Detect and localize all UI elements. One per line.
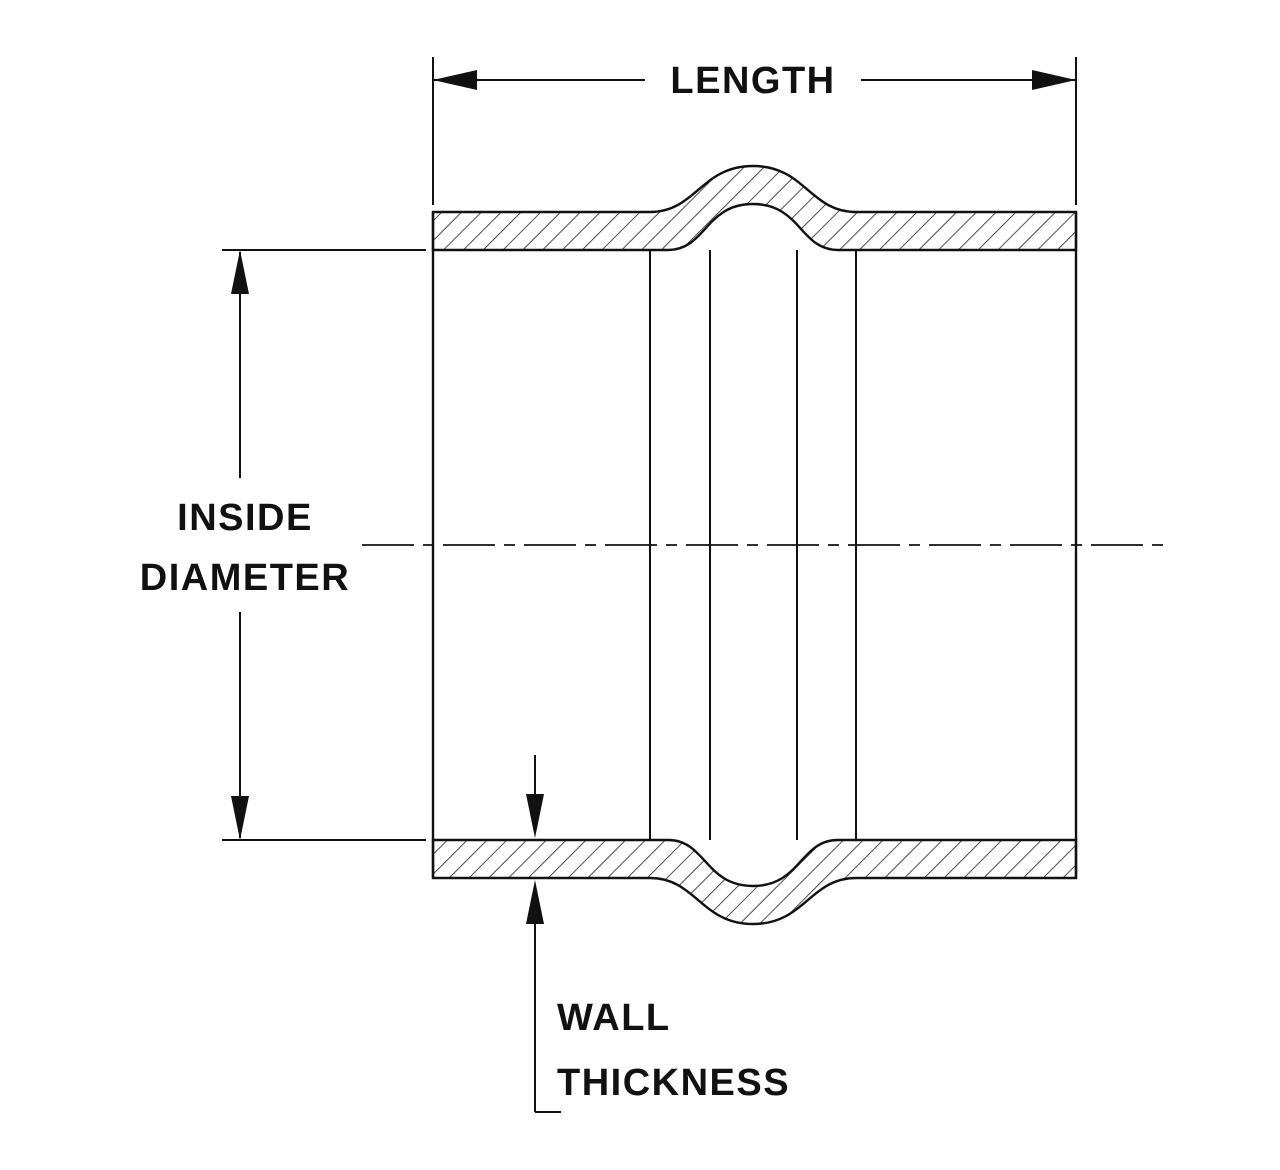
- inside-diameter-arrowhead-top: [231, 250, 249, 294]
- inside-diameter-dimension: INSIDE DIAMETER: [140, 249, 426, 841]
- tube-body: [362, 164, 1172, 926]
- inside-diameter-label-line2: DIAMETER: [140, 557, 350, 599]
- length-arrowhead-left: [433, 70, 477, 90]
- top-wall-hatched-section: [431, 164, 1078, 252]
- inside-diameter-arrowhead-bottom: [231, 796, 249, 840]
- length-label: LENGTH: [670, 60, 835, 102]
- wall-thickness-arrowhead-down: [526, 794, 544, 838]
- length-arrowhead-right: [1032, 70, 1076, 90]
- wall-thickness-dimension: WALL THICKNESS: [526, 755, 790, 1113]
- wall-thickness-label-line1: WALL: [557, 997, 671, 1039]
- wall-thickness-label-line2: THICKNESS: [557, 1062, 790, 1104]
- length-dimension: LENGTH: [432, 57, 1077, 205]
- wall-thickness-arrowhead-up: [526, 880, 544, 924]
- inside-diameter-label-line1: INSIDE: [177, 497, 313, 539]
